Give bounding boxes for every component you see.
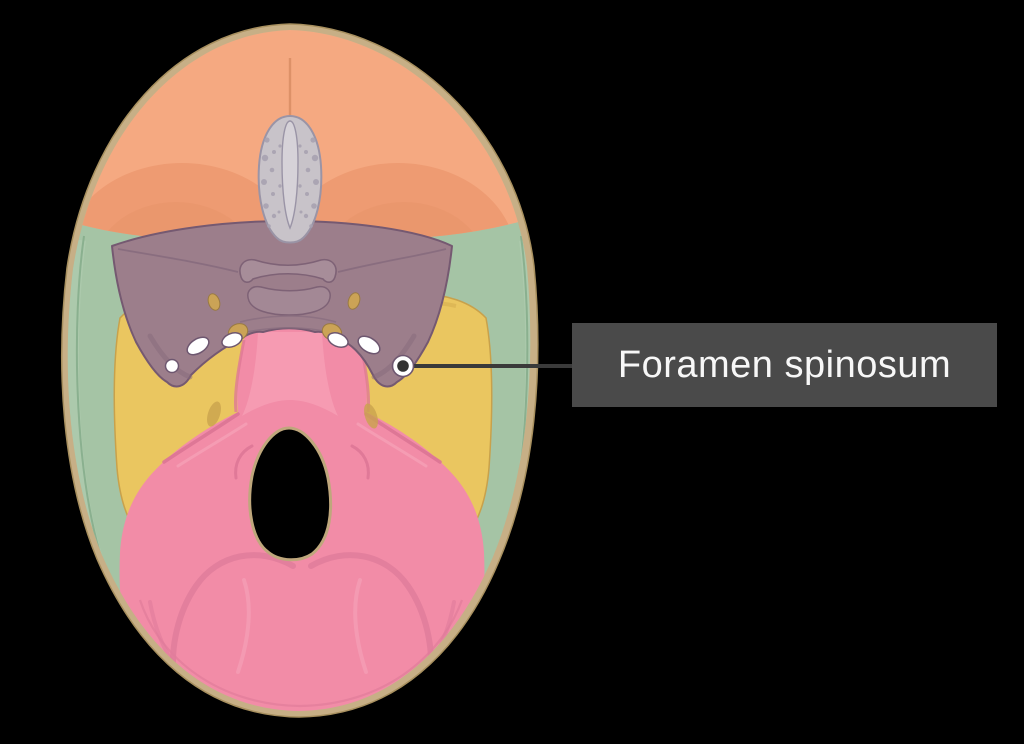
dorsum-sellae-line-1 (239, 315, 337, 323)
cribriform-foramina-dots (261, 137, 319, 228)
marker-dot (397, 360, 409, 372)
annotation-label-text: Foramen spinosum (617, 343, 952, 386)
foramen-magnum (248, 426, 333, 562)
annotation-label-box[interactable]: Foramen spinosum (572, 323, 997, 407)
cruciform-echo-left (236, 578, 251, 674)
cribriform-plate (257, 114, 323, 244)
petrous-ridge-left-echo (176, 422, 248, 468)
chiasmatic-groove (239, 258, 337, 283)
foramen-ovale-left (186, 336, 210, 356)
cruciform-ridge-left (170, 552, 296, 681)
foramen-rotundum-left (207, 293, 221, 311)
petrous-ridge-right-echo (356, 422, 428, 468)
clivus-groove-left (234, 339, 246, 413)
temporal-impression-left (207, 401, 221, 427)
petrous-ridge-left (162, 412, 240, 464)
foramen-lacerum-right (327, 332, 349, 348)
cruciform-ridge-right (308, 552, 434, 681)
foramen-spinosum-left (164, 358, 180, 374)
foramen-rotundum-right (347, 292, 361, 310)
frontal-fossa-left (67, 163, 300, 240)
foramen-ovale-right (357, 335, 381, 355)
lesser-wing-ridge-right (337, 248, 447, 273)
foramen-spinosum-marker (391, 354, 415, 378)
frontal-fossa-right (280, 163, 516, 240)
jugular-hook-right (350, 444, 370, 480)
lesser-wing-ridge-left (117, 248, 239, 273)
crista-galli (281, 120, 299, 230)
sella-turcica-block (247, 285, 331, 316)
clivus-highlight (242, 332, 338, 416)
cruciform-echo-right (353, 578, 368, 674)
foramen-lacerum-left (221, 332, 243, 348)
temporal-impression-right (364, 403, 378, 429)
jugular-hook-left (234, 444, 254, 480)
cranial-foramina (164, 292, 381, 429)
